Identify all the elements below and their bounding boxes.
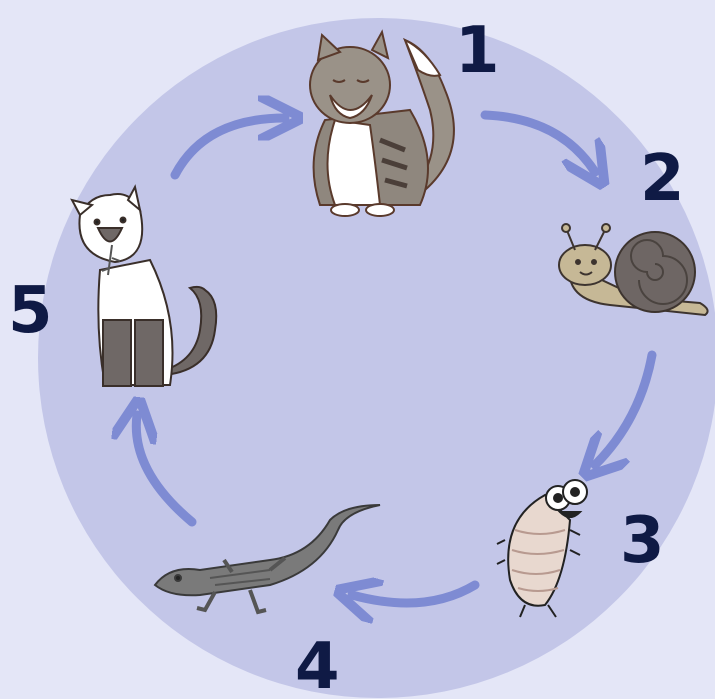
- step-number-5: 5: [8, 274, 53, 348]
- step-number-1: 1: [455, 14, 500, 88]
- step-number-2: 2: [640, 142, 685, 216]
- step-number-3: 3: [620, 504, 665, 578]
- step-number-4: 4: [295, 630, 340, 699]
